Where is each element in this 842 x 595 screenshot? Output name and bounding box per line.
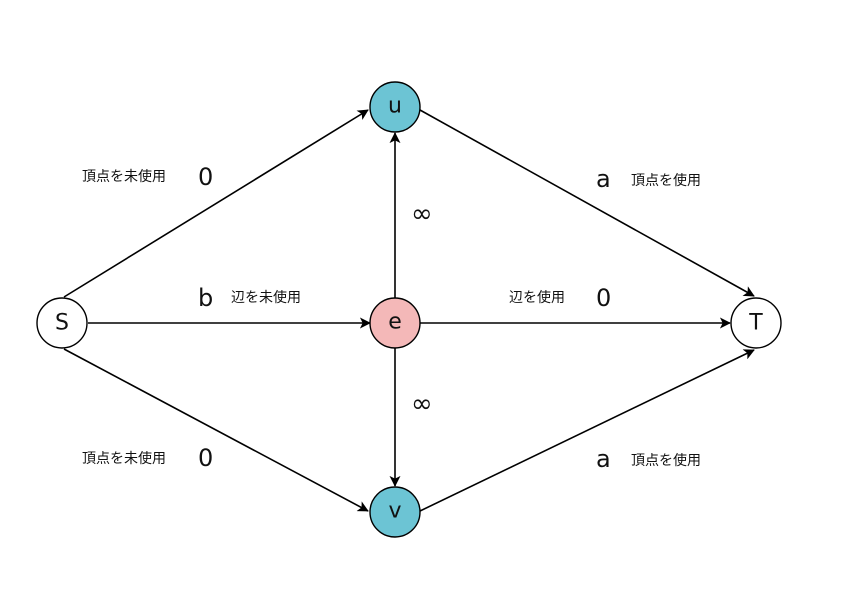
edge-s-e-value: b xyxy=(198,284,213,312)
edge-s-v xyxy=(63,348,369,512)
node-v-circle xyxy=(369,486,421,538)
node-v-label: v xyxy=(388,499,401,524)
edge-v-t xyxy=(419,349,755,512)
edge-e-t-value: 0 xyxy=(596,284,611,312)
edge-v-t-value: a xyxy=(596,445,611,473)
node-e: e xyxy=(369,297,421,349)
edge-s-v-value: 0 xyxy=(198,444,213,472)
edge-s-u-value: 0 xyxy=(198,163,213,191)
node-e-label: e xyxy=(388,310,402,335)
node-t-circle xyxy=(730,297,782,349)
node-t: T xyxy=(730,297,782,349)
node-u-label: u xyxy=(388,94,402,119)
edge-e-t-text: 辺を使用 xyxy=(509,289,565,306)
edge-v-t-text: 頂点を使用 xyxy=(631,452,701,469)
edge-u-t xyxy=(419,109,755,297)
node-s-label: S xyxy=(55,311,69,336)
edge-s-u-text: 頂点を未使用 xyxy=(82,168,166,185)
edge-e-v-value: ∞ xyxy=(411,389,433,419)
edge-u-t-value: a xyxy=(596,165,611,193)
node-u: u xyxy=(369,81,421,133)
edge-s-e-text: 辺を未使用 xyxy=(231,289,301,306)
node-s: S xyxy=(36,297,88,349)
node-s-circle xyxy=(36,297,88,349)
node-t-label: T xyxy=(748,311,763,336)
node-e-circle xyxy=(369,297,421,349)
node-u-circle xyxy=(369,81,421,133)
edge-s-u xyxy=(63,109,369,298)
edge-e-u-value: ∞ xyxy=(411,199,433,229)
node-v: v xyxy=(369,486,421,538)
edge-s-v-text: 頂点を未使用 xyxy=(82,450,166,467)
edge-u-t-text: 頂点を使用 xyxy=(631,172,701,189)
